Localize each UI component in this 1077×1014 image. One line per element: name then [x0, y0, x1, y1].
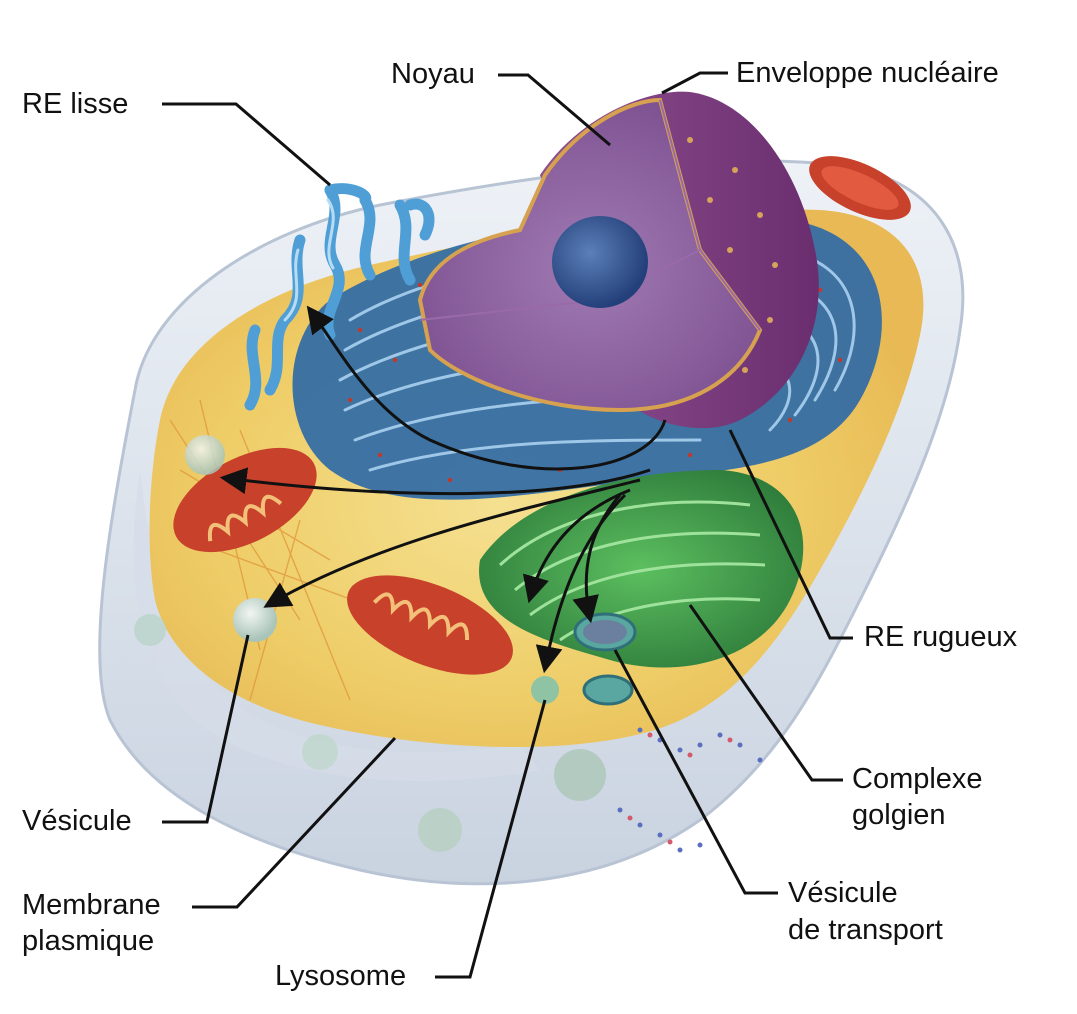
- leader-enveloppe: [661, 71, 728, 95]
- label-vesicule-transport-line1: Vésicule: [788, 877, 898, 909]
- label-vesicule: Vésicule: [22, 805, 132, 837]
- mitochondrion-center: [347, 575, 513, 675]
- label-membrane-plasmique-line1: Membrane: [22, 889, 161, 921]
- label-complexe-golgien-line2: golgien: [852, 799, 946, 831]
- leader-lines: [162, 71, 853, 979]
- arrow-to-lysosome: [535, 493, 627, 674]
- secretion-dots: [617, 727, 763, 853]
- label-re-rugueux: RE rugueux: [864, 621, 1018, 653]
- leader-re-rugueux: [728, 429, 853, 640]
- label-membrane-plasmique-line2: plasmique: [22, 925, 155, 957]
- arrow-to-mitochondrion: [219, 467, 651, 496]
- leader-vesicule: [162, 634, 250, 824]
- mitochondrion-top: [809, 156, 911, 220]
- label-lysosome: Lysosome: [275, 960, 407, 992]
- leader-lysosome: [435, 699, 547, 979]
- label-enveloppe-nucleaire: Enveloppe nucléaire: [736, 57, 999, 89]
- leader-re-lisse: [162, 102, 331, 187]
- trafficking-arrows: [219, 305, 667, 674]
- label-re-lisse: RE lisse: [22, 88, 129, 120]
- secretion-dots-red: [627, 732, 733, 845]
- label-noyau: Noyau: [391, 58, 475, 90]
- vesicle-left: [233, 598, 277, 642]
- arrow-to-golgi-1: [522, 488, 631, 604]
- golgi-apparatus: [479, 470, 804, 668]
- nucleolus: [552, 216, 648, 308]
- leader-noyau: [498, 73, 611, 147]
- label-vesicule-transport-line2: de transport: [788, 914, 943, 946]
- arrow-to-smooth-er: [306, 305, 667, 471]
- vesicle-upper: [185, 435, 225, 475]
- leader-membrane: [192, 736, 397, 909]
- smooth-er-highlight: [283, 198, 335, 322]
- arrow-to-transport-vesicle: [572, 494, 622, 624]
- arrow-to-vesicle: [263, 478, 641, 608]
- label-complexe-golgien-line1: Complexe: [852, 763, 983, 795]
- leader-golgi: [688, 604, 843, 782]
- leader-transport: [613, 649, 778, 895]
- membrane-vesicles: [134, 614, 606, 852]
